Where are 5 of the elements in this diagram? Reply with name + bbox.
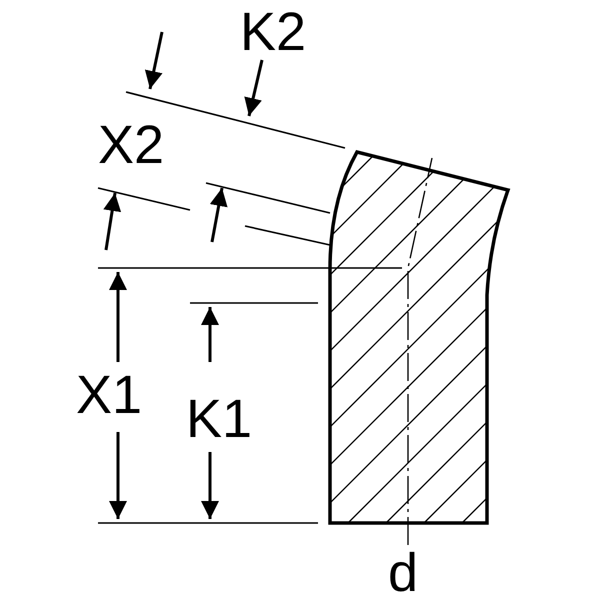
dimension-label: K1 bbox=[186, 392, 252, 446]
dimension-label: K2 bbox=[240, 5, 306, 59]
dimension-label: X2 bbox=[98, 118, 164, 172]
dimension-label: d bbox=[388, 546, 418, 600]
dimension-label: X1 bbox=[76, 368, 142, 422]
